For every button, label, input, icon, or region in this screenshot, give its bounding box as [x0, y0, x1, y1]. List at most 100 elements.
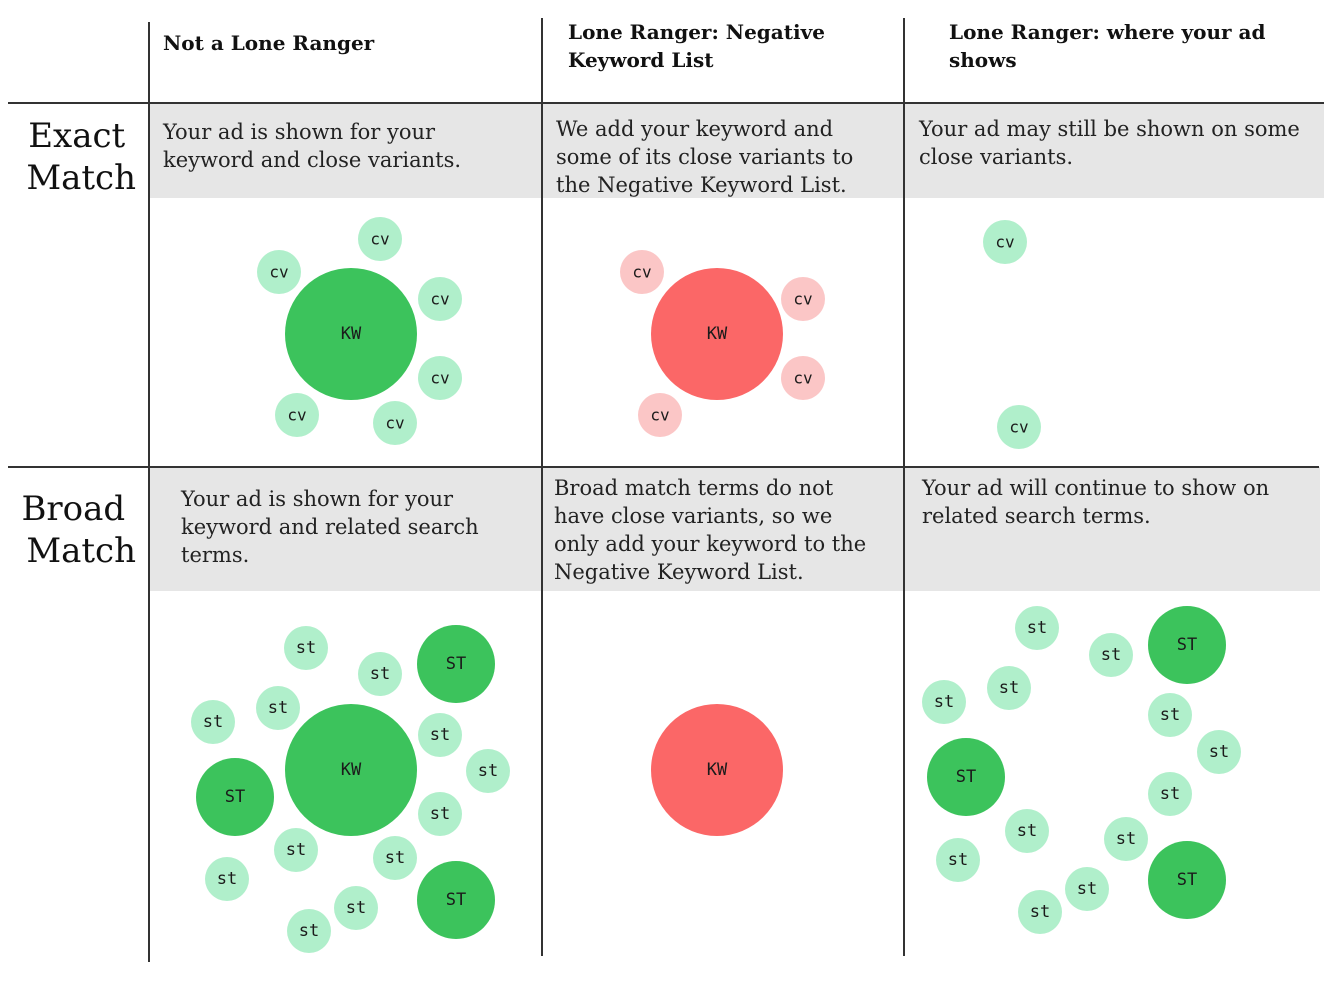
search-term-bubble: st: [358, 652, 402, 696]
strong-search-term-bubble-circle: [196, 758, 274, 836]
search-term-bubble-label: st: [1160, 784, 1180, 804]
cell-broad-not-lone-ranger: Your ad is shown for your keyword and re…: [180, 487, 485, 567]
cell-line: Your ad is shown for your: [162, 120, 436, 144]
search-term-bubble: st: [418, 713, 462, 757]
row-label-line: Match: [26, 531, 136, 571]
strong-search-term-bubble-label: ST: [446, 654, 466, 674]
search-term-bubble: st: [205, 857, 249, 901]
search-term-bubble-circle: [274, 828, 318, 872]
broad-desc-band: [150, 467, 1320, 591]
search-term-bubble-label: st: [346, 898, 366, 918]
keyword-bubble: KW: [285, 268, 417, 400]
search-term-bubble: st: [1148, 772, 1192, 816]
cell-line: Broad match terms do not: [554, 476, 834, 500]
keyword-bubble-label: KW: [341, 760, 362, 780]
search-term-bubble-circle: [936, 838, 980, 882]
close-variant-bubble-circle: [373, 401, 417, 445]
close-variant-bubble-negative-label: cv: [650, 406, 669, 425]
search-term-bubble-label: st: [430, 725, 450, 745]
search-term-bubble-circle: [373, 836, 417, 880]
cell-line: keyword and close variants.: [163, 148, 461, 172]
close-variant-bubble-negative-label: cv: [632, 263, 651, 282]
keyword-bubble-negative-label: KW: [707, 760, 728, 780]
search-term-bubble-circle: [1197, 730, 1241, 774]
search-term-bubble-label: st: [217, 869, 237, 889]
close-variant-bubble-negative: cv: [781, 356, 825, 400]
strong-search-term-bubble-label: ST: [1177, 870, 1197, 890]
close-variant-bubble: cv: [418, 277, 462, 321]
search-term-bubble: st: [1015, 606, 1059, 650]
search-term-bubble-circle: [287, 909, 331, 953]
close-variant-bubble-label: cv: [430, 369, 449, 388]
cell-line: only add your keyword to the: [554, 532, 866, 556]
search-term-bubble-circle: [1065, 867, 1109, 911]
close-variant-bubble-label: cv: [995, 233, 1014, 252]
close-variant-bubble: cv: [373, 401, 417, 445]
keyword-bubble: KW: [285, 704, 417, 836]
column-heading-where-ad-shows: Lone Ranger: where your ad shows: [949, 20, 1272, 72]
strong-search-term-bubble-circle: [417, 625, 495, 703]
strong-search-term-bubble-circle: [417, 861, 495, 939]
search-term-bubble-label: st: [948, 850, 968, 870]
search-term-bubble-circle: [358, 652, 402, 696]
row-label-line: Broad: [21, 489, 125, 529]
search-term-bubble: st: [191, 700, 235, 744]
cell-exact-where-ad-shows: Your ad may still be shown on some close…: [918, 117, 1307, 169]
search-term-bubble: st: [1018, 890, 1062, 934]
search-term-bubble-label: st: [1077, 879, 1097, 899]
close-variant-bubble-circle: [983, 220, 1027, 264]
close-variant-bubble: cv: [275, 393, 319, 437]
row-label-exact-match: Exact Match: [26, 116, 136, 198]
search-term-bubble-circle: [334, 886, 378, 930]
search-term-bubble: st: [936, 838, 980, 882]
search-term-bubble-label: st: [1030, 902, 1050, 922]
cell-line: terms.: [181, 543, 249, 567]
keyword-bubble-negative-label: KW: [707, 324, 728, 344]
close-variant-bubble-negative-label: cv: [793, 290, 812, 309]
search-term-bubble-circle: [256, 686, 300, 730]
search-term-bubble-label: st: [478, 761, 498, 781]
heading-line: Lone Ranger: Negative: [568, 20, 825, 44]
close-variant-bubble-circle: [358, 217, 402, 261]
search-term-bubble-circle: [205, 857, 249, 901]
close-variant-bubble-label: cv: [287, 406, 306, 425]
search-term-bubble: st: [1065, 867, 1109, 911]
strong-search-term-bubble-label: ST: [446, 890, 466, 910]
search-term-bubble: st: [1089, 633, 1133, 677]
close-variant-bubble-label: cv: [269, 263, 288, 282]
search-term-bubble-circle: [1089, 633, 1133, 677]
keyword-bubble-negative-circle: [651, 704, 783, 836]
search-term-bubble-circle: [987, 666, 1031, 710]
close-variant-bubble: cv: [257, 250, 301, 294]
search-term-bubble-circle: [1148, 693, 1192, 737]
strong-search-term-bubble-circle: [1148, 841, 1226, 919]
search-term-bubble-label: st: [1160, 705, 1180, 725]
strong-search-term-bubble: ST: [927, 738, 1005, 816]
close-variant-bubble-negative-circle: [620, 250, 664, 294]
close-variant-bubble: cv: [997, 405, 1041, 449]
cell-exact-not-lone-ranger: Your ad is shown for your keyword and cl…: [162, 120, 461, 172]
search-term-bubble-label: st: [299, 921, 319, 941]
close-variant-bubble-negative-label: cv: [793, 369, 812, 388]
close-variant-bubble-negative-circle: [781, 277, 825, 321]
close-variant-bubble: cv: [358, 217, 402, 261]
close-variant-bubble-negative: cv: [620, 250, 664, 294]
search-term-bubble-label: st: [203, 712, 223, 732]
cell-line: related search terms.: [922, 504, 1151, 528]
search-term-bubble-label: st: [370, 664, 390, 684]
search-term-bubble-label: st: [268, 698, 288, 718]
cell-line: close variants.: [919, 145, 1073, 169]
search-term-bubble: st: [418, 792, 462, 836]
keyword-bubble-negative-circle: [651, 268, 783, 400]
search-term-bubble-label: st: [1209, 742, 1229, 762]
cell-line: the Negative Keyword List.: [556, 173, 847, 197]
search-term-bubble: st: [284, 626, 328, 670]
search-term-bubble-circle: [284, 626, 328, 670]
cell-line: have close variants, so we: [554, 504, 832, 528]
strong-search-term-bubble: ST: [1148, 841, 1226, 919]
search-term-bubble-label: st: [999, 678, 1019, 698]
search-term-bubble: st: [1197, 730, 1241, 774]
search-term-bubble: st: [287, 909, 331, 953]
keyword-bubble-negative: KW: [651, 704, 783, 836]
